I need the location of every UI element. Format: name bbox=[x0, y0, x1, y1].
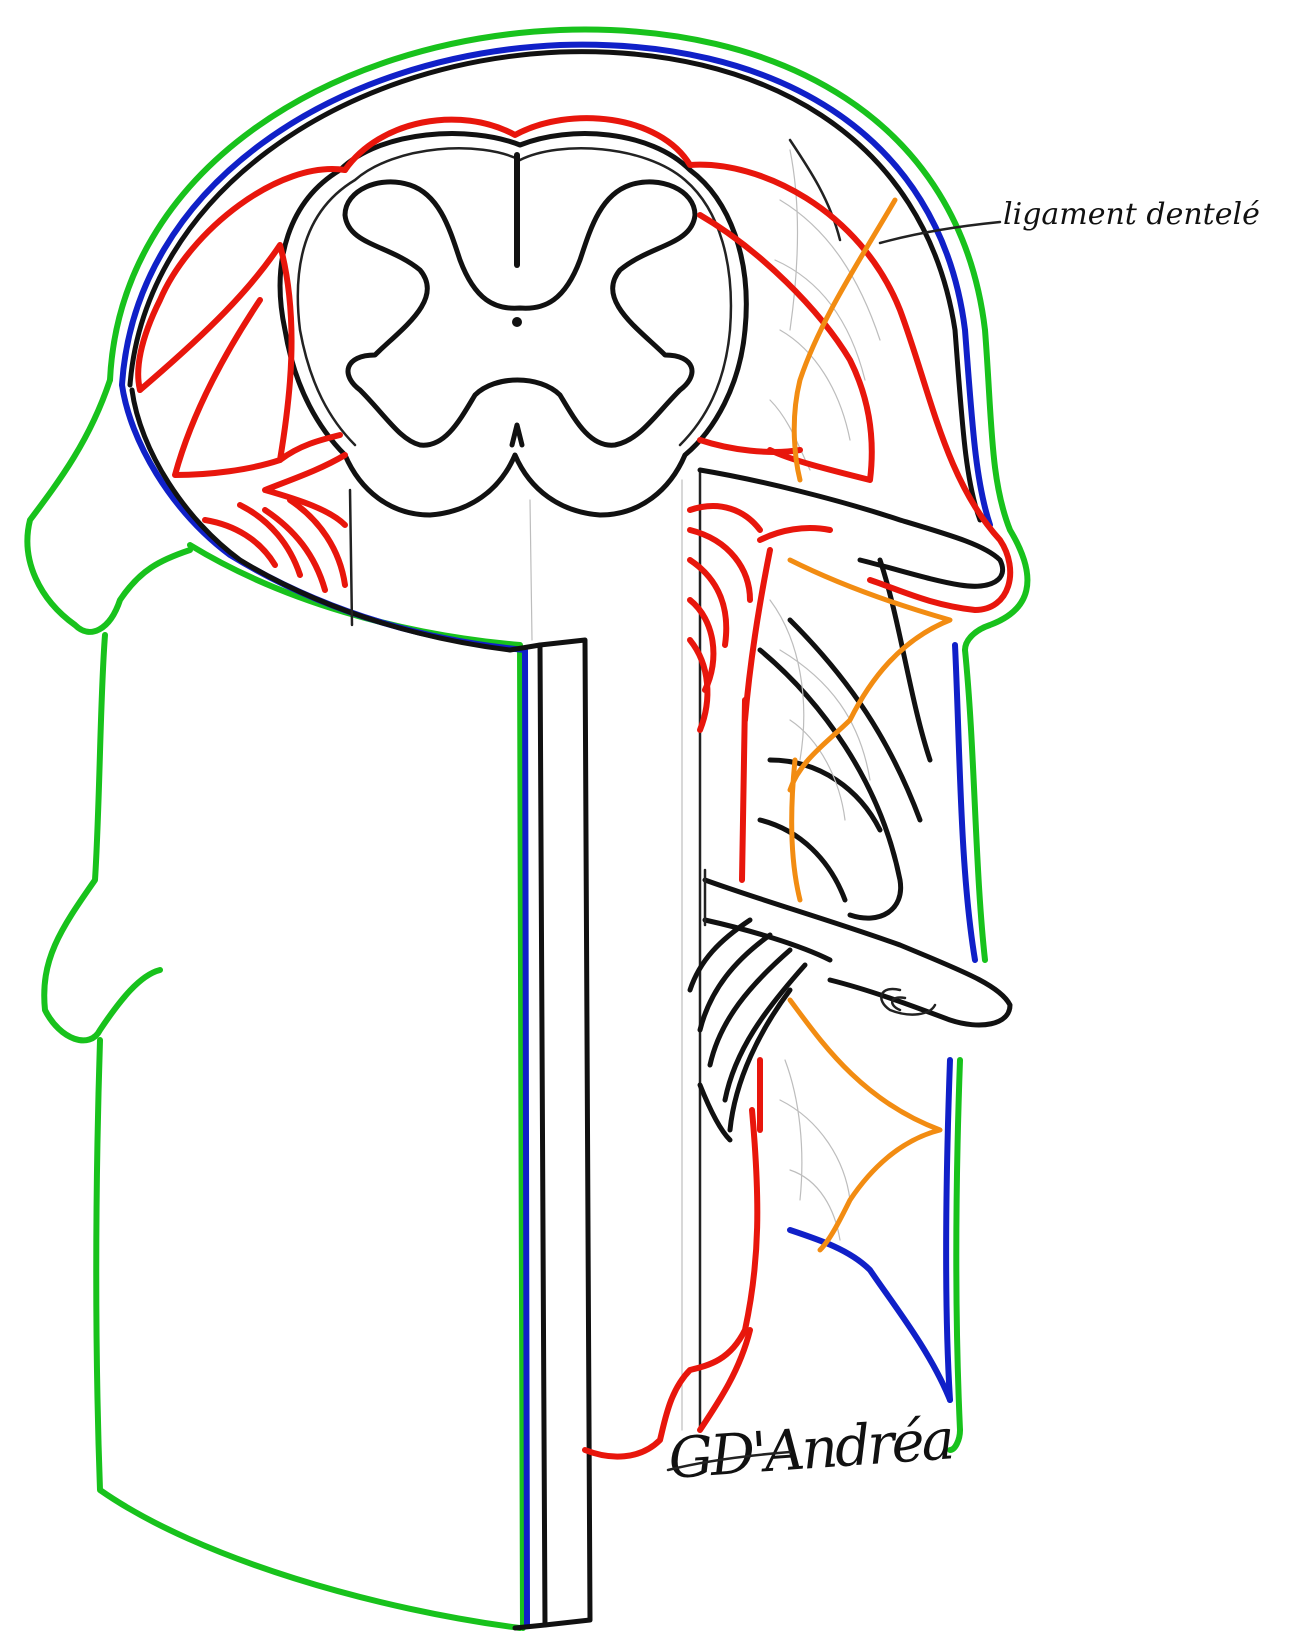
denticulate-ligament bbox=[790, 200, 950, 1250]
outline-structures bbox=[130, 52, 1010, 1628]
central-canal bbox=[512, 317, 522, 327]
label-ligament-dentele: ligament dentelé bbox=[1003, 197, 1260, 232]
pia-mater bbox=[138, 118, 1010, 1456]
